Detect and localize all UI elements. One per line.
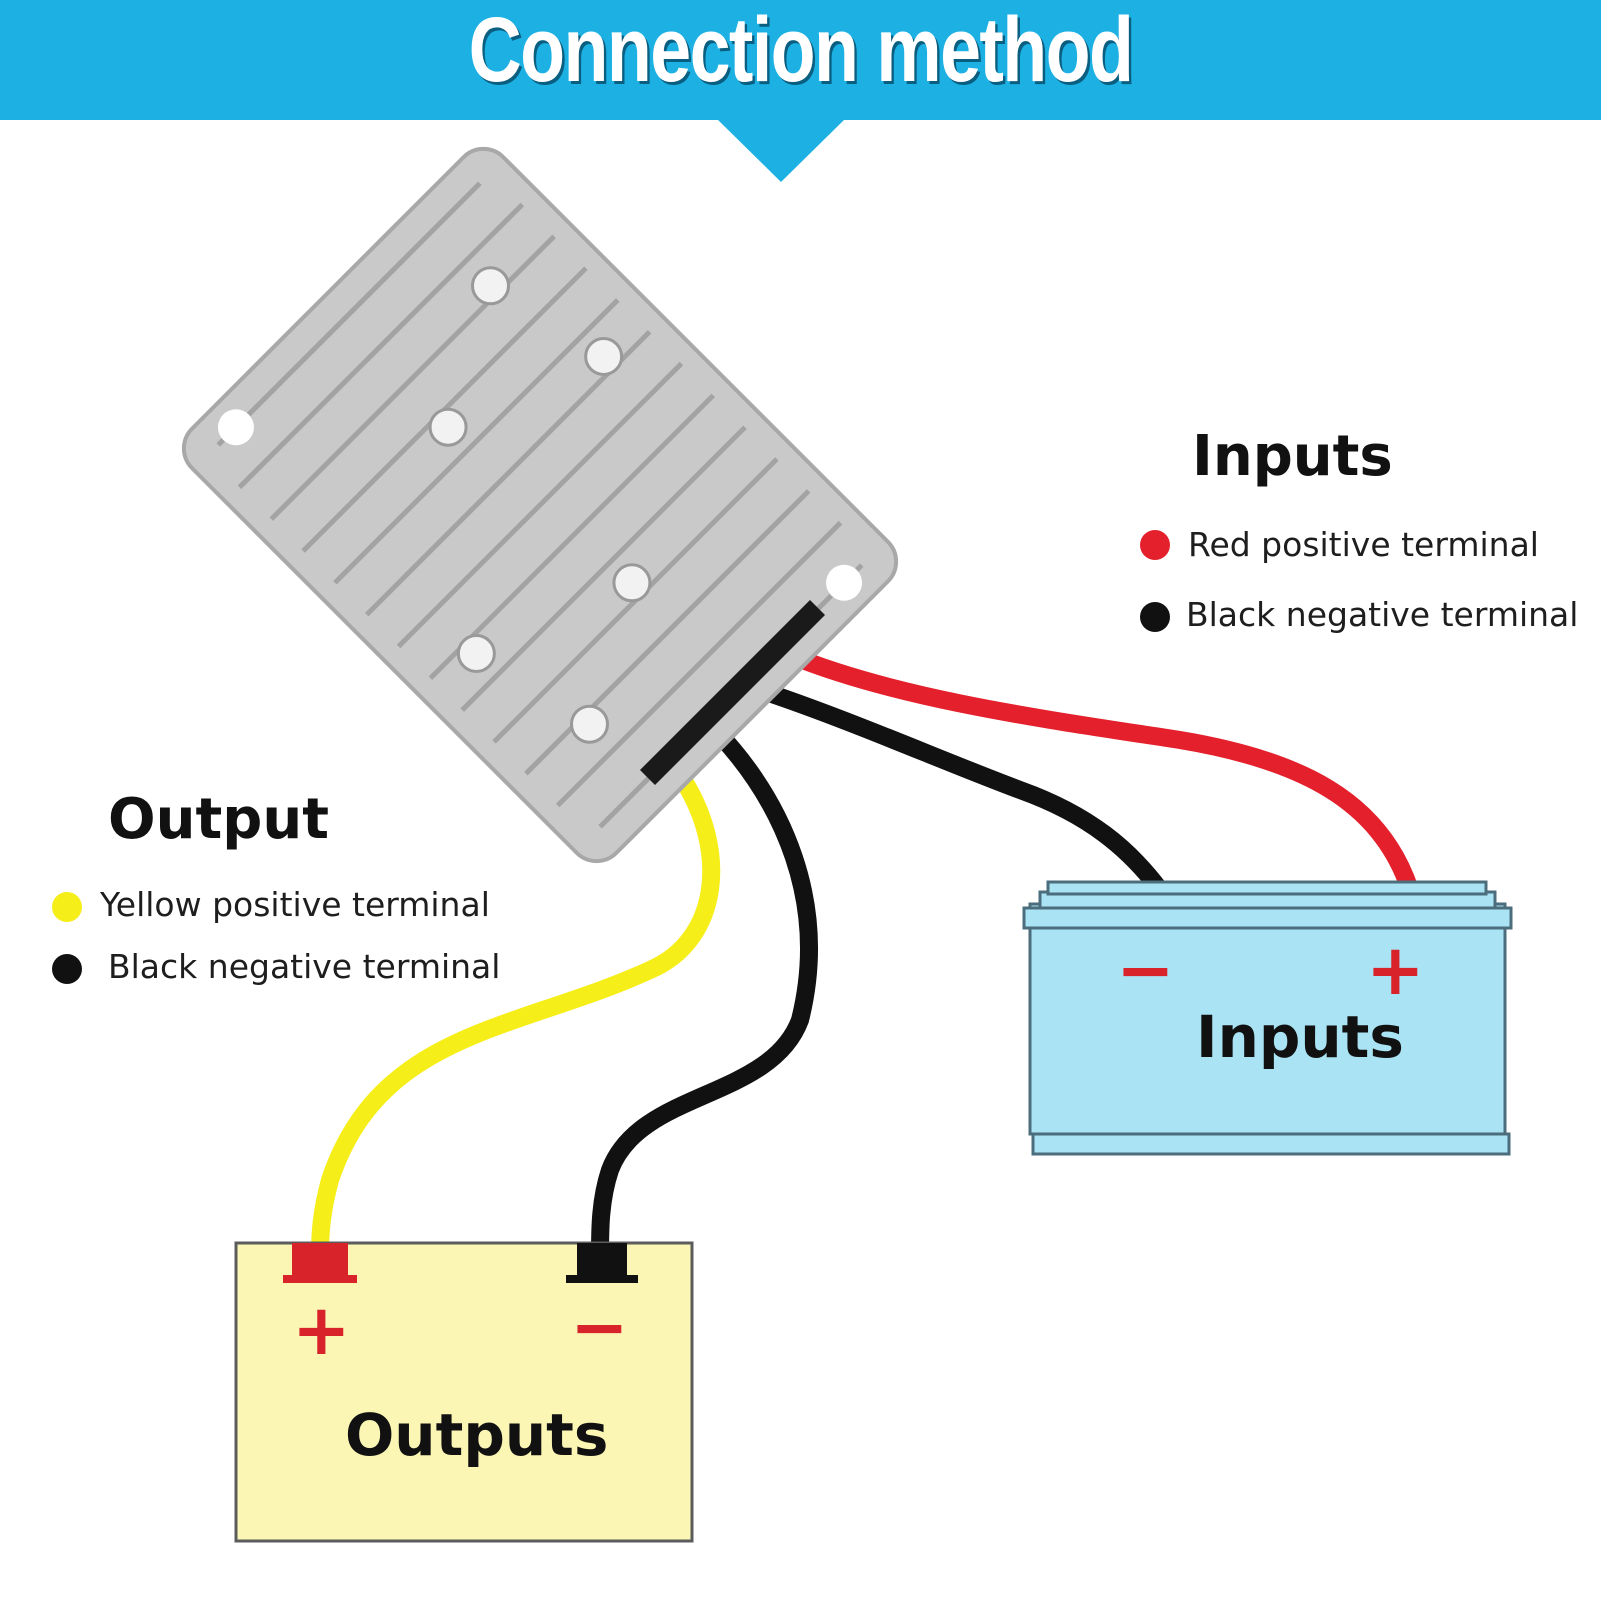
yellow-output-wire [311,766,721,1264]
black-input-wire [751,681,1169,899]
inputs-legend-heading: Inputs [1192,424,1393,489]
output-positive-post [292,1243,348,1281]
output-negative-post [577,1243,627,1281]
input-positive-sign: + [1366,929,1425,1011]
header-pointer [716,118,846,182]
output-legend-item-yellow: Yellow positive terminal [100,885,490,924]
output-battery [234,1241,694,1543]
output-legend-heading: Output [108,787,329,852]
header-banner [0,0,1601,120]
dc-converter-icon [181,146,899,864]
page-title: Connection method [468,0,1134,101]
output-positive-sign: + [292,1289,351,1371]
red-dot-icon [1140,530,1170,560]
input-battery-label: Inputs [1196,1003,1404,1071]
black-output-wire [591,726,818,1264]
yellow-dot-icon [52,892,82,922]
output-negative-sign: − [570,1286,629,1368]
inputs-legend-item-red: Red positive terminal [1188,525,1539,564]
input-battery [1022,880,1513,1156]
black-dot-icon [52,954,82,984]
black-dot-icon [1140,602,1170,632]
cable-gland [640,600,825,785]
red-input-wire [781,646,1419,899]
output-legend-item-black: Black negative terminal [108,947,501,986]
input-negative-sign: − [1116,929,1175,1011]
inputs-legend-item-black: Black negative terminal [1186,595,1579,634]
battery-icon [1028,902,1507,1136]
output-battery-label: Outputs [345,1401,609,1469]
